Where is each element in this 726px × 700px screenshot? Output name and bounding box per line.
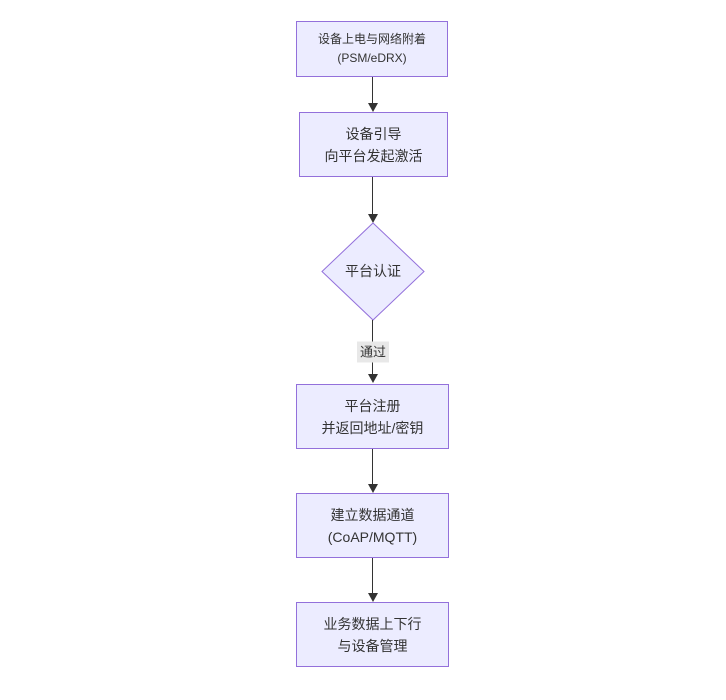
node-bootstrap-activate: 设备引导 向平台发起激活: [299, 112, 448, 177]
edge-register-to-channel: [372, 449, 373, 485]
node-data-channel-line1: 建立数据通道: [330, 506, 415, 523]
node-power-attach: 设备上电与网络附着 (PSM/eDRX): [296, 21, 448, 77]
node-power-attach-line1: 设备上电与网络附着: [317, 32, 426, 46]
node-data-channel: 建立数据通道 (CoAP/MQTT): [296, 493, 449, 558]
arrowhead-icon: [368, 374, 378, 383]
arrowhead-icon: [368, 103, 378, 112]
node-data-channel-line2: (CoAP/MQTT): [327, 528, 418, 545]
edge-channel-to-business: [372, 558, 373, 594]
arrowhead-icon: [368, 214, 378, 223]
node-power-attach-line2: (PSM/eDRX): [337, 51, 407, 65]
decision-platform-auth-label: 平台认证: [345, 263, 401, 279]
edge-label-pass: 通过: [356, 341, 390, 363]
node-business-data: 业务数据上下行 与设备管理: [296, 602, 449, 667]
edge-power-to-bootstrap: [372, 77, 373, 104]
decision-platform-auth: [321, 222, 425, 321]
node-bootstrap-activate-line2: 向平台发起激活: [324, 147, 423, 164]
arrowhead-icon: [368, 593, 378, 602]
node-platform-register: 平台注册 并返回地址/密钥: [296, 384, 449, 449]
node-platform-register-line1: 平台注册: [344, 397, 401, 414]
node-platform-register-line2: 并返回地址/密钥: [321, 419, 424, 436]
node-business-data-line1: 业务数据上下行: [323, 615, 422, 632]
node-business-data-line2: 与设备管理: [337, 637, 408, 654]
edge-bootstrap-to-auth: [372, 177, 373, 215]
node-bootstrap-activate-line1: 设备引导: [345, 125, 402, 142]
arrowhead-icon: [368, 484, 378, 493]
